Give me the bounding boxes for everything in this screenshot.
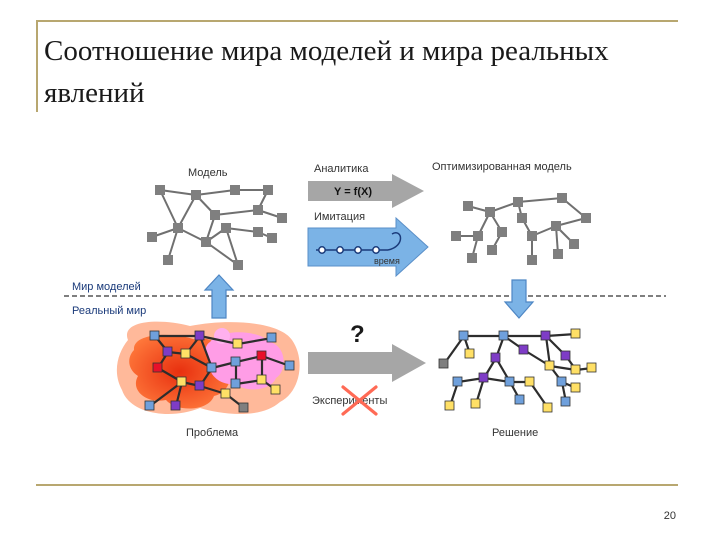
experiments-label: Эксперименты <box>312 395 387 407</box>
solution-nodes <box>438 328 597 413</box>
formula-label: Y = f(X) <box>334 186 372 198</box>
analytics-label: Аналитика <box>314 163 369 175</box>
real-world-label: Реальный мир <box>72 305 146 317</box>
problem-nodes <box>144 330 295 413</box>
question-mark: ? <box>350 321 365 348</box>
model-label: Модель <box>188 167 228 179</box>
time-label: время <box>374 256 400 266</box>
title-frame-left-rule <box>36 20 38 112</box>
problem-label: Проблема <box>186 427 239 439</box>
title-frame-top-rule <box>36 20 678 22</box>
slide-title: Соотношение мира моделей и мира реальных… <box>44 35 609 109</box>
world-of-models-label: Мир моделей <box>72 281 141 293</box>
implementation-down-arrow <box>503 279 535 319</box>
optimized-model-label: Оптимизированная модель <box>432 161 572 173</box>
model-nodes <box>147 185 287 270</box>
solution-label: Решение <box>492 427 538 439</box>
optimized-nodes <box>451 193 591 265</box>
experiments-arrow <box>308 344 426 382</box>
abstraction-up-arrow <box>203 274 235 319</box>
page-number: 20 <box>663 510 676 522</box>
simulation-chain <box>316 232 402 254</box>
footer-rule <box>36 484 678 486</box>
analytics-arrow <box>308 174 424 208</box>
experiments-cross <box>341 385 378 416</box>
imitation-arrow <box>307 216 429 278</box>
imitation-label: Имитация <box>314 211 365 223</box>
optimized-network <box>456 197 587 260</box>
